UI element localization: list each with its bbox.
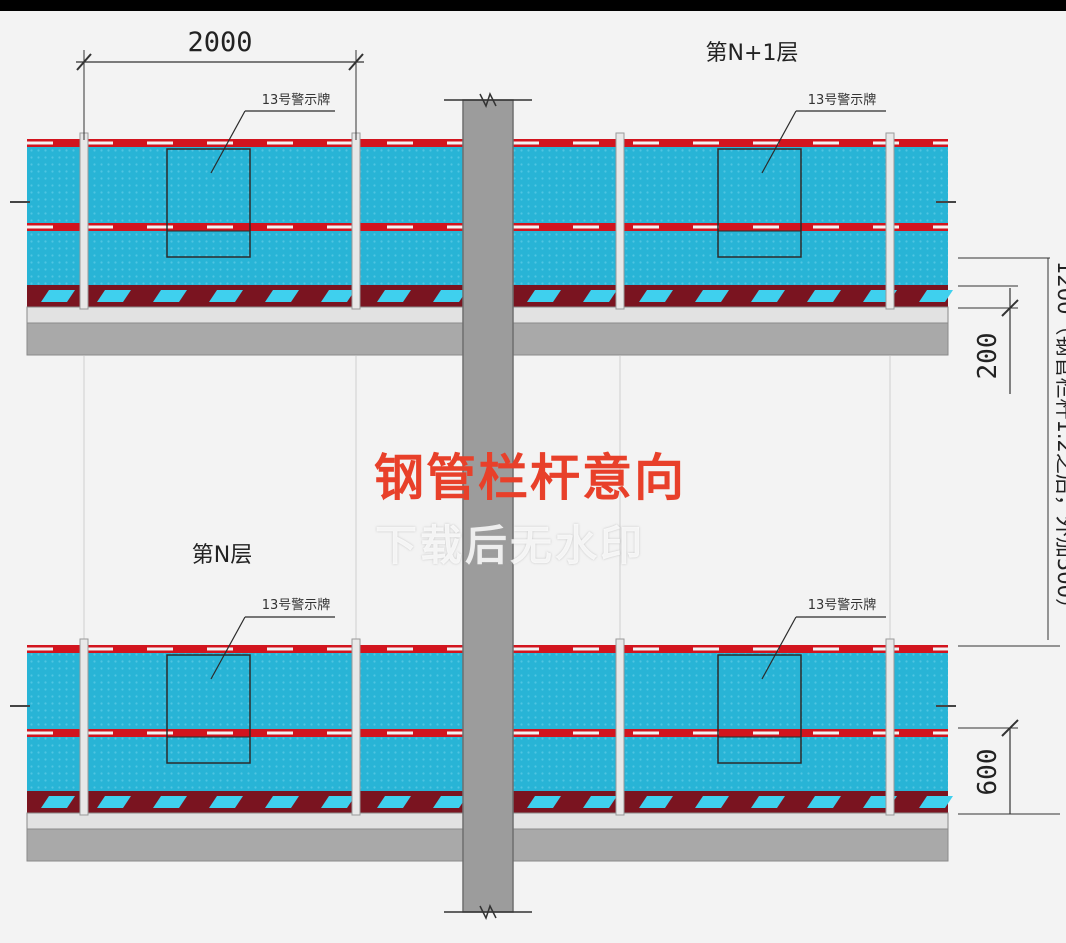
toe-stripe-upper-right — [751, 290, 785, 302]
railing-section-lower-right — [512, 616, 953, 862]
post-upper-left-1 — [351, 132, 361, 310]
toe-stripe-upper-left — [153, 290, 187, 302]
toe-stripe-lower-left — [433, 796, 467, 808]
toe-stripe-lower-right — [751, 796, 785, 808]
toe-stripe-lower-right — [695, 796, 729, 808]
toe-stripe-lower-left — [209, 796, 243, 808]
post-upper-right-1 — [885, 132, 895, 310]
dim-600-tick — [1001, 719, 1019, 737]
post-upper-right-0 — [615, 132, 625, 310]
dim-2000-tick-right — [348, 53, 364, 71]
toe-stripe-upper-right — [639, 290, 673, 302]
slab-top-upper-right — [512, 306, 949, 324]
toe-stripe-upper-right — [807, 290, 841, 302]
warning-sign-upper-left — [166, 148, 251, 258]
slab-body-lower-right — [512, 828, 949, 862]
sign-label-lower-left: 13号警示牌 — [262, 597, 331, 613]
dim-2000-label: 2000 — [187, 27, 252, 58]
railing-section-upper-left — [26, 110, 467, 356]
rail-1-upper-right — [513, 223, 948, 231]
sign-label-upper-left: 13号警示牌 — [262, 92, 331, 108]
mesh-dots-upper-lower-right — [513, 653, 948, 733]
post-lower-right-1 — [885, 638, 895, 816]
toe-stripe-upper-right — [583, 290, 617, 302]
background-guides — [83, 356, 891, 640]
mesh-dots-lower-lower-right — [513, 737, 948, 791]
toe-stripe-upper-right — [919, 290, 953, 302]
toe-stripe-lower-right — [807, 796, 841, 808]
toe-stripe-lower-left — [97, 796, 131, 808]
overlay-title: 钢管栏杆意向 — [374, 449, 686, 507]
floor-lower-label: 第N层 — [192, 543, 252, 568]
post-lower-right-0 — [615, 638, 625, 816]
slab-top-lower-right — [512, 812, 949, 830]
toe-stripe-lower-right — [919, 796, 953, 808]
rail-0-lower-right — [513, 645, 948, 653]
dim-600-label: 600 — [973, 749, 1003, 796]
toe-stripe-upper-left — [377, 290, 411, 302]
mesh-dots-upper-lower-left — [27, 653, 463, 733]
post-lower-left-0 — [79, 638, 89, 816]
toe-stripe-upper-right — [527, 290, 561, 302]
slab-top-upper-left — [26, 306, 464, 324]
toe-stripe-lower-left — [153, 796, 187, 808]
steel-column — [444, 92, 532, 920]
top-black-bar — [0, 0, 1066, 11]
sign-label-upper-right: 13号警示牌 — [808, 92, 877, 108]
warning-sign-lower-right — [717, 654, 802, 764]
slab-body-upper-right — [512, 322, 949, 356]
toe-stripe-upper-right — [695, 290, 729, 302]
sign-leader-lower-right — [761, 616, 797, 680]
mesh-dots-lower-upper-left — [27, 231, 463, 285]
toe-stripe-lower-right — [583, 796, 617, 808]
mesh-dots-upper-upper-right — [513, 147, 948, 227]
toe-stripe-lower-left — [377, 796, 411, 808]
dim-2000-tick-left — [76, 53, 92, 71]
rail-0-lower-left — [27, 645, 463, 653]
toe-stripe-lower-left — [321, 796, 355, 808]
sign-label-lower-right: 13号警示牌 — [808, 597, 877, 613]
rail-1-upper-left — [27, 223, 463, 231]
dim-1200-label: 1200（钢管栏杆1.2之后，外加500） — [1053, 261, 1066, 619]
slab-top-lower-left — [26, 812, 464, 830]
warning-sign-lower-left — [166, 654, 251, 764]
rail-0-upper-right — [513, 139, 948, 147]
toe-stripe-lower-left — [41, 796, 75, 808]
sign-leader-lower-left — [210, 616, 246, 680]
warning-sign-upper-right — [717, 148, 802, 258]
post-upper-left-0 — [79, 132, 89, 310]
watermark-text: 下载后无水印 — [374, 521, 645, 570]
toe-stripe-upper-left — [41, 290, 75, 302]
mesh-dots-lower-upper-right — [513, 231, 948, 285]
slab-body-lower-left — [26, 828, 464, 862]
toe-stripe-upper-left — [433, 290, 467, 302]
slab-body-upper-left — [26, 322, 464, 356]
toe-stripe-upper-left — [97, 290, 131, 302]
toe-stripe-lower-right — [527, 796, 561, 808]
column-break-bottom — [479, 904, 497, 920]
column-break-top — [479, 92, 497, 108]
post-lower-left-1 — [351, 638, 361, 816]
dim-200-tick — [1001, 299, 1019, 317]
dimension-lines — [76, 50, 1060, 815]
railing-section-lower-left — [26, 616, 467, 862]
railing-sections — [10, 110, 956, 862]
sign-leader-upper-right — [761, 110, 797, 174]
floor-upper-label: 第N+1层 — [706, 41, 799, 66]
mesh-dots-lower-lower-left — [27, 737, 463, 791]
rail-1-lower-left — [27, 729, 463, 737]
mesh-dots-upper-upper-left — [27, 147, 463, 227]
toe-stripe-upper-left — [321, 290, 355, 302]
toe-stripe-lower-right — [639, 796, 673, 808]
dim-200-label: 200 — [973, 333, 1003, 380]
rail-0-upper-left — [27, 139, 463, 147]
column-body — [462, 99, 514, 913]
toe-stripe-upper-left — [265, 290, 299, 302]
toe-stripe-lower-left — [265, 796, 299, 808]
rail-1-lower-right — [513, 729, 948, 737]
toe-stripe-upper-left — [209, 290, 243, 302]
sign-leader-upper-left — [210, 110, 246, 174]
